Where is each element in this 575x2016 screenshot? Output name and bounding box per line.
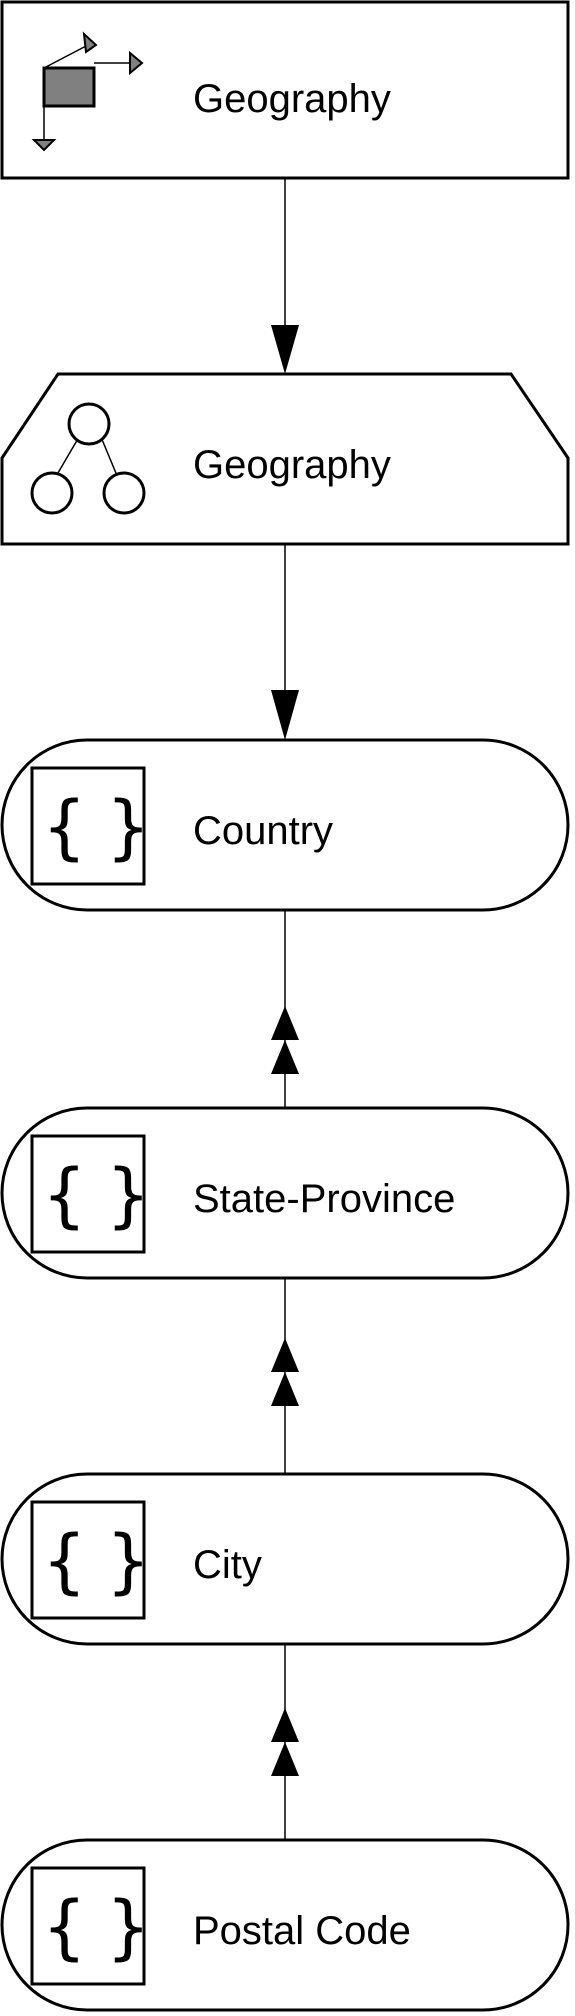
hierarchy-label: Geography	[193, 443, 391, 487]
dimension-label: Geography	[193, 77, 391, 121]
curly-braces-icon: { }	[30, 1500, 151, 1620]
connector-postal-code-to-city	[271, 1644, 299, 1840]
svg-text:{: {	[42, 1886, 87, 1968]
dimension-node[interactable]: Geography	[0, 0, 570, 180]
level-label: Postal Code	[193, 1909, 411, 1953]
level-label: State-Province	[193, 1177, 455, 1221]
level-node-state-province[interactable]: { } State-Province	[0, 1106, 570, 1280]
svg-text:}: }	[106, 1154, 151, 1236]
level-node-city[interactable]: { } City	[0, 1472, 570, 1646]
level-label: Country	[193, 809, 333, 853]
level-label: City	[193, 1543, 262, 1587]
curly-braces-icon: { }	[30, 1134, 151, 1254]
curly-braces-icon: { }	[30, 1866, 151, 1986]
connector-hierarchy-to-country	[271, 544, 299, 740]
level-node-postal-code[interactable]: { } Postal Code	[0, 1838, 570, 2012]
arrowhead	[271, 1742, 299, 1776]
arrowhead	[271, 690, 299, 740]
dimension-axes-icon	[31, 31, 144, 152]
arrowhead	[271, 1708, 299, 1742]
svg-text:}: }	[106, 786, 151, 868]
arrowhead	[271, 1338, 299, 1372]
arrowhead	[271, 1040, 299, 1074]
level-node-country[interactable]: { } Country	[0, 738, 570, 912]
connector-state-province-to-country	[271, 910, 299, 1108]
svg-text:}: }	[106, 1886, 151, 1968]
connector-city-to-state-province	[271, 1278, 299, 1474]
arrowhead	[271, 1006, 299, 1040]
hierarchy-node[interactable]: Geography	[0, 372, 570, 546]
arrowhead	[271, 1372, 299, 1406]
svg-text:{: {	[42, 1154, 87, 1236]
arrowhead	[271, 325, 299, 374]
connector-dimension-to-hierarchy	[271, 178, 299, 374]
svg-text:}: }	[106, 1520, 151, 1602]
svg-text:{: {	[42, 1520, 87, 1602]
svg-text:{: {	[42, 786, 87, 868]
hierarchy-tree-icon	[30, 402, 146, 515]
curly-braces-icon: { }	[30, 766, 151, 886]
